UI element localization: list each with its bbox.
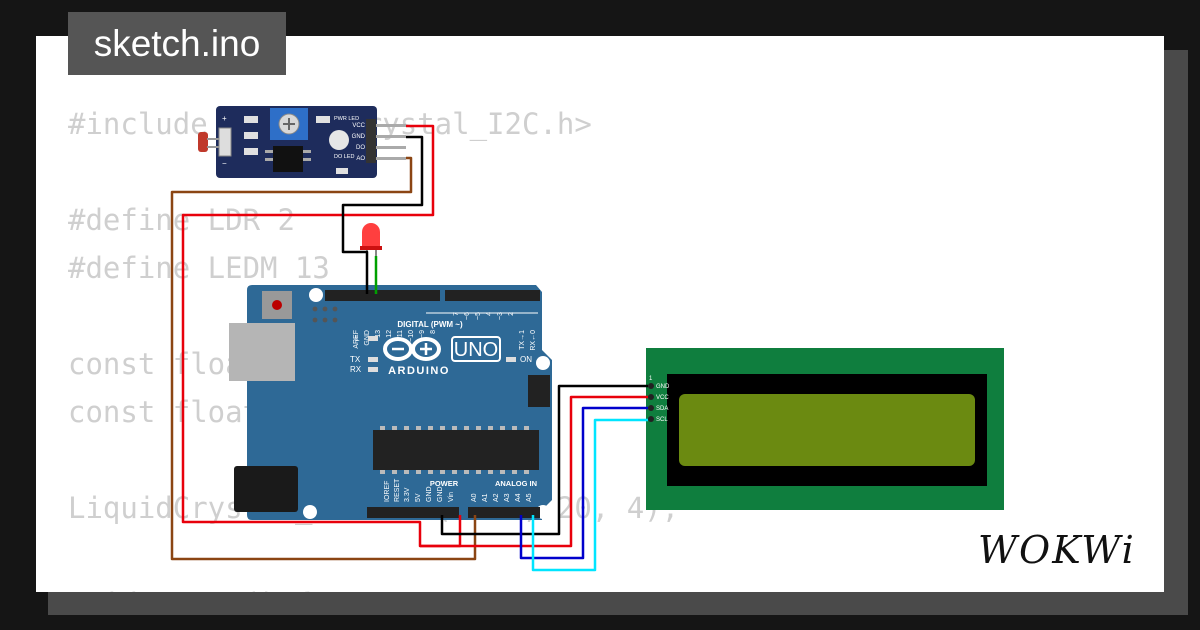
pin-label-a3: A3 [504,493,511,502]
digital-header-right[interactable] [445,290,540,301]
led-label-on: ON [520,355,532,364]
lcd-display[interactable]: 1 GND VCC SDA SCL [646,348,1004,510]
wire-gnd-black[interactable] [341,135,424,294]
arduino-label: ARDUINO [388,365,450,377]
pin-label-10: ~10 [408,330,415,342]
pin-label-a1: A1 [482,493,489,502]
pin-label-4: 4 [486,312,493,316]
led-label-l: L [355,334,360,343]
lcd-screen [679,394,975,466]
comparator-chip [273,146,303,172]
red-led[interactable] [360,223,382,294]
code-line-4: #define LEDM 13 [68,251,330,285]
pin-label-12: 12 [386,330,393,338]
pin-label-3v3: 3.3V [404,487,411,502]
minus-sign: − [222,159,227,168]
file-tab[interactable]: sketch.ino [68,12,286,75]
pin-label-3: ~3 [497,312,504,320]
ldr-pin-vcc-label: VCC [352,123,365,129]
analog-header-label: ANALOG IN [495,479,537,488]
power-jack [234,466,298,512]
analog-header[interactable] [468,507,540,518]
pin-label-tx: TX→1 [519,330,526,350]
digital-header-label: DIGITAL (PWM ~) [397,320,463,329]
code-line-6: const float [68,347,261,381]
pin-label-5v: 5V [415,493,422,502]
pin-label-rx: RX←0 [530,330,537,351]
pin-label-gnd2: GND [437,486,444,502]
uno-label: UNO [454,339,498,361]
digital-header-left[interactable] [325,290,440,301]
pin-label-a4: A4 [515,493,522,502]
led-label-rx: RX [350,365,362,374]
pin-label-9: ~9 [419,330,426,338]
wire-ao-brown[interactable] [170,156,477,561]
arduino-infinity-logo [383,337,441,361]
power-header[interactable] [367,507,459,518]
wire-lcd-vcc-red[interactable] [420,395,648,548]
wire-lcd-gnd-black[interactable] [440,384,648,536]
pin-label-reset: RESET [394,478,401,502]
lcd-pin-scl: SCL [656,417,668,423]
pin-label-a0: A0 [471,493,478,502]
pin-label-vin: Vin [448,492,455,502]
usb-connector [229,323,295,381]
atmega-chip [373,430,539,470]
lcd-pin-gnd: GND [656,384,670,390]
wire-lcd-sda-blue[interactable] [519,406,648,560]
code-line-11: void setup() { [68,580,679,592]
plus-sign: + [222,114,227,123]
photoresistor [198,132,208,152]
ldr-module[interactable]: PWR LED DO LED + − VCC GND DO AO [198,106,406,178]
pwr-led-label: PWR LED [334,116,359,122]
ldr-pin-ao-label: AO [356,156,365,162]
code-line-7: const float [68,395,261,429]
pin-label-5: ~5 [475,312,482,320]
ldr-pin-gnd-label: GND [352,134,366,140]
pin-label-13: 13 [375,330,382,338]
pin-label-8: 8 [430,330,437,334]
pin-label-6: ~6 [464,312,471,320]
wokwi-logo[interactable]: WOKWi [978,528,1136,572]
uno-badge [451,336,501,362]
code-line-3: #define LDR 2 [68,203,295,237]
pin-label-11: ~11 [397,330,404,341]
pin-label-2: 2 [508,312,515,316]
ldr-pin-do-label: DO [356,145,365,151]
pwr-led [329,130,349,150]
arduino-uno[interactable]: DIGITAL (PWM ~) AREF GND 13 12 ~11 ~10 ~… [229,285,552,520]
pin-label-7: 7 [453,312,460,316]
pin-label-gnd1: GND [426,486,433,502]
pin-label-gnd: GND [364,330,371,346]
wire-lcd-scl-cyan[interactable] [531,418,648,572]
lcd-pin1-marker: 1 [649,376,653,382]
lcd-pin-vcc: VCC [656,395,669,401]
led-label-tx: TX [350,355,361,364]
do-led-label: DO LED [334,154,355,160]
pin-label-aref: AREF [353,330,360,349]
pin-label-a5: A5 [526,493,533,502]
wires [170,124,648,572]
power-header-label: POWER [430,479,459,488]
lcd-pin-sda: SDA [656,406,668,412]
pin-label-a2: A2 [493,493,500,502]
pin-label-ioref: IOREF [384,481,391,502]
